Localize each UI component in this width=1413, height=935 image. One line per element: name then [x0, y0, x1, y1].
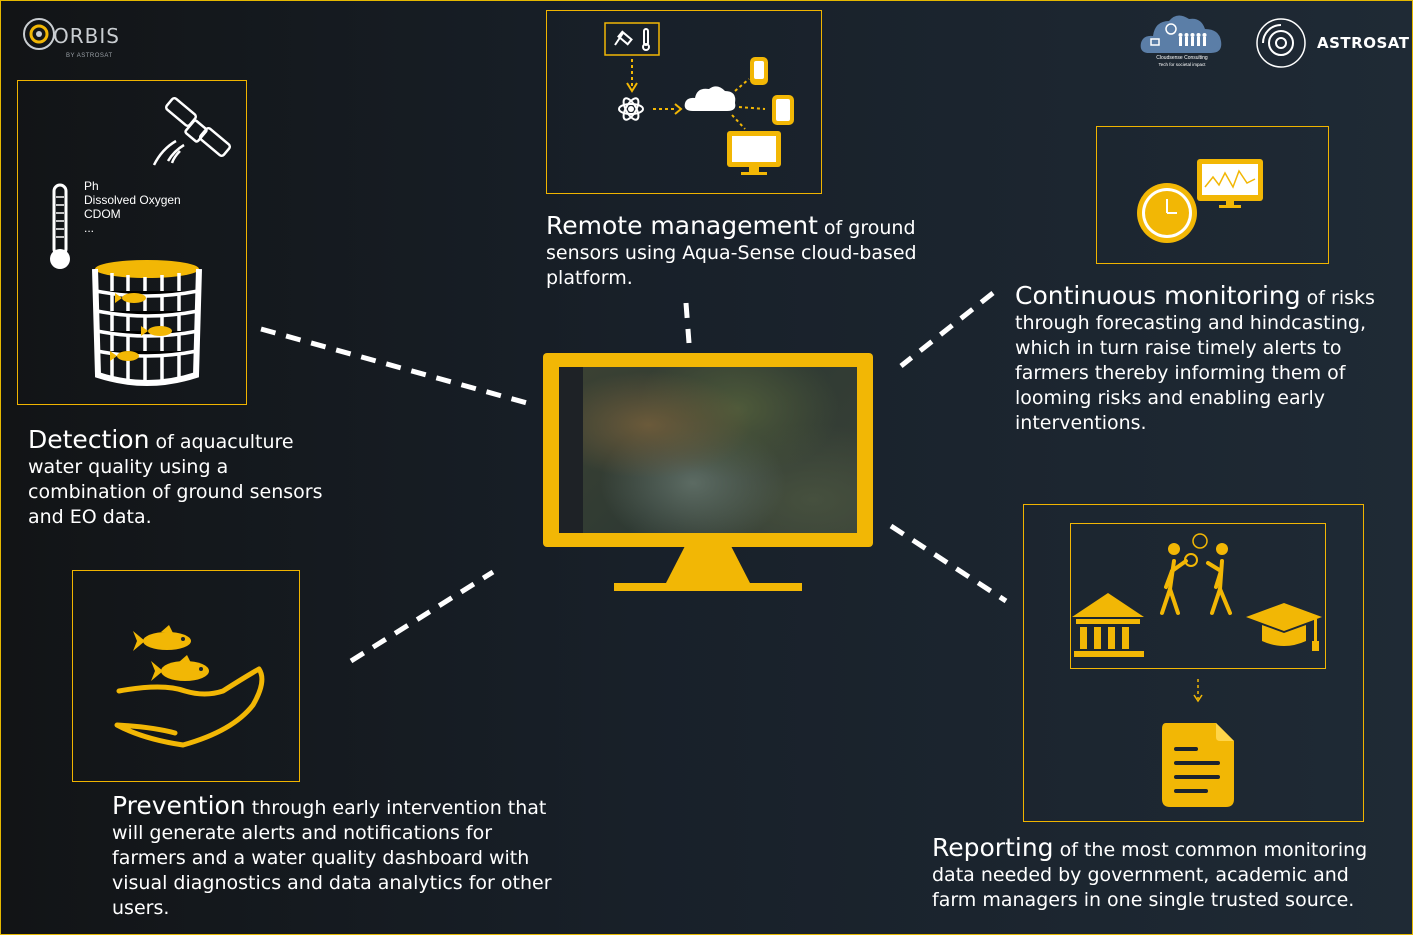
continuous-panel [1096, 126, 1329, 264]
reporting-panel [1023, 504, 1364, 822]
reporting-description: of the most common monitoring data neede… [932, 839, 1368, 911]
remote-diagram [604, 22, 794, 175]
orbis-wordmark: ORBIS [53, 24, 120, 48]
fish-icon [133, 625, 209, 681]
prevention-panel [72, 570, 300, 782]
reporting-illustration [1072, 533, 1322, 807]
stakeholders-inner-box [1070, 523, 1326, 669]
connector-reporting [889, 523, 1008, 604]
orbis-mark-icon [23, 18, 55, 50]
thermometer-icon [50, 183, 70, 269]
remote-description: of ground sensors using Aqua-Sense cloud… [546, 217, 917, 289]
central-monitor [543, 353, 873, 593]
bank-icon [1072, 593, 1144, 657]
satellite-icon [152, 96, 232, 166]
map-screen [559, 367, 857, 533]
sensor-dissolved-oxygen: Dissolved Oxygen [84, 193, 181, 207]
continuous-description: of risks through forecasting and hindcas… [1015, 287, 1375, 434]
detection-panel: Ph Dissolved Oxygen CDOM ... [17, 80, 247, 405]
fish-cage-icon [92, 260, 202, 386]
connector-prevention [349, 569, 495, 664]
remote-text: Remote management of ground sensors usin… [546, 213, 926, 291]
reporting-heading: Reporting [932, 833, 1054, 862]
document-icon [1162, 723, 1234, 807]
fish-hand-illustration [114, 625, 265, 748]
detection-description: of aquaculture water quality using a com… [28, 431, 323, 528]
map-sidebar [559, 367, 583, 533]
cloudsense-name: Cloudsense Consulting [1156, 55, 1208, 61]
cloudsense-tagline: Tech for societal impact [1158, 62, 1206, 67]
sensor-list: Ph Dissolved Oxygen CDOM ... [84, 179, 181, 235]
astrosat-wordmark: ASTROSAT [1317, 34, 1410, 52]
sensor-cdom: CDOM [84, 207, 121, 221]
cloud-logo-icon [1140, 15, 1222, 54]
graduation-cap-icon [1246, 603, 1322, 651]
prevention-heading: Prevention [112, 791, 246, 820]
prevention-description: through early intervention that will gen… [112, 797, 552, 919]
astrosat-mark-icon [1256, 18, 1306, 68]
orbis-subtitle: BY ASTROSAT [66, 53, 113, 59]
people-icon [1160, 559, 1232, 615]
orbis-logo: ORBIS BY ASTROSAT [19, 14, 119, 64]
sensor-ph: Ph [84, 179, 99, 193]
astrosat-logo: ASTROSAT [1255, 17, 1409, 69]
atom-icon [618, 97, 644, 121]
clock-monitor-illustration [1137, 159, 1263, 243]
sensor-more: ... [84, 221, 95, 235]
continuous-heading: Continuous monitoring [1015, 281, 1301, 310]
reporting-text: Reporting of the most common monitoring … [932, 835, 1382, 913]
small-clock-icon [1192, 533, 1208, 549]
cloud-icon [684, 86, 736, 111]
mini-satellite-icon [614, 28, 650, 51]
connector-remote [683, 302, 692, 344]
remote-panel [546, 10, 822, 194]
connector-detection [260, 326, 528, 406]
hand-icon [114, 666, 265, 748]
gear-icon [1184, 553, 1198, 567]
monitor-base [614, 583, 802, 591]
continuous-text: Continuous monitoring of risks through f… [1015, 283, 1410, 436]
remote-heading: Remote management [546, 211, 818, 240]
detection-text: Detection of aquaculture water quality u… [28, 427, 348, 530]
cloudsense-logo: Cloudsense Consulting Tech for societal … [1139, 11, 1225, 71]
monitor-neck [666, 547, 750, 583]
connector-continuous [899, 291, 995, 368]
prevention-text: Prevention through early intervention th… [112, 793, 562, 921]
sensor-box [604, 22, 660, 56]
detection-heading: Detection [28, 425, 150, 454]
